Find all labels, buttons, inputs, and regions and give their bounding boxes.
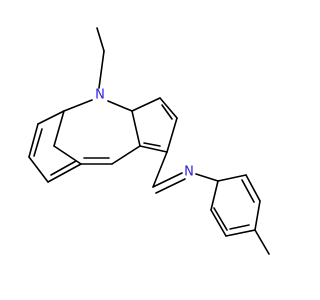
carbazole-core <box>28 97 178 183</box>
bond-tolyl-5 <box>245 174 261 202</box>
bond-left-ring-1 <box>37 110 65 125</box>
ring-nitrogen-label: N <box>95 88 105 103</box>
ethyl-group <box>96 27 105 89</box>
para-tolyl-ring <box>210 174 270 255</box>
structure-diagram: N N <box>28 27 270 255</box>
bond-tolyl-double-3 <box>229 224 250 230</box>
bond-left-ring-2 <box>28 123 39 158</box>
bond-left-ring-double-1 <box>33 128 43 157</box>
bond-tolyl-double-2 <box>241 179 255 203</box>
bond-right-ring-2 <box>159 97 178 119</box>
bond-aryl-to-imine <box>152 151 168 188</box>
bond-right-ring-4 <box>139 145 168 153</box>
bond-left-bridge <box>53 110 65 147</box>
bond-tolyl-1 <box>210 180 219 211</box>
bond-imine-1 <box>152 172 183 188</box>
bond-right-ring-double-1 <box>161 104 173 120</box>
bond-n-left <box>63 99 93 112</box>
bond-tolyl-6 <box>217 174 247 182</box>
bond-tolyl-3 <box>225 229 256 237</box>
bond-imine-to-aryl <box>195 173 219 182</box>
bond-right-bridge <box>131 110 141 147</box>
bond-tolyl-double-1 <box>213 207 228 231</box>
bond-n-right <box>107 100 133 112</box>
bond-ethyl-methyl <box>96 27 105 52</box>
bond-left-lower <box>53 145 82 165</box>
bond-tolyl-2 <box>210 209 227 237</box>
imine-linker <box>152 151 219 194</box>
bond-methyl <box>254 229 270 255</box>
bond-left-ring-3 <box>28 156 49 183</box>
bond-right-ring-3 <box>166 117 178 153</box>
imine-nitrogen-label: N <box>184 165 194 180</box>
bond-right-ring-double-2 <box>143 142 161 147</box>
bond-right-ring-1 <box>131 97 161 112</box>
molecule-canvas: N N <box>28 27 270 255</box>
bond-imine-2 <box>155 178 186 194</box>
bond-left-ring-4 <box>47 163 82 183</box>
bond-ethyl-terminal <box>98 50 105 89</box>
bond-left-ring-double-2 <box>50 160 77 176</box>
bond-right-lower <box>111 145 141 165</box>
bond-tolyl-4 <box>254 200 261 231</box>
